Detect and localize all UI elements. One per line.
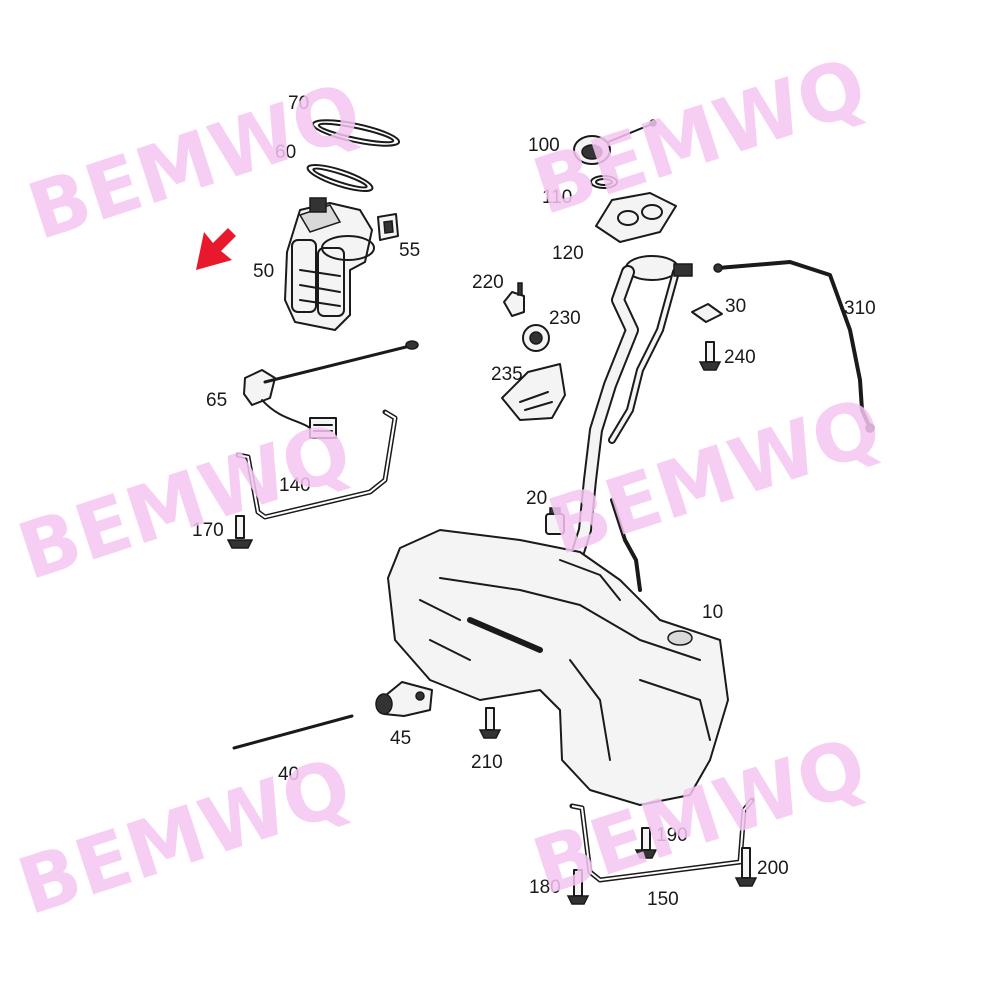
- part-230-nut: [522, 324, 550, 352]
- part-10-fuel-tank: [387, 529, 729, 806]
- watermark-group: BEMWQ BEMWQ BEMWQ BEMWQ BEMWQ BEMWQ: [8, 42, 892, 933]
- callout-235: 235: [491, 364, 523, 385]
- callout-55: 55: [399, 240, 420, 261]
- watermark-mid-right: BEMWQ: [538, 382, 892, 573]
- parts-drawings: [196, 119, 875, 905]
- part-65-level-sensor: [243, 340, 419, 439]
- part-70-seal-ring: [311, 119, 401, 147]
- callout-65: 65: [206, 390, 227, 411]
- callout-60: 60: [275, 142, 296, 163]
- watermark-bottom-left: BEMWQ: [8, 742, 362, 933]
- callout-10: 10: [702, 602, 723, 623]
- callout-45: 45: [390, 728, 411, 749]
- callout-180: 180: [529, 877, 561, 898]
- part-200-bolt: [734, 847, 758, 887]
- callout-labels: 70 60 55 50 65 140 170 100 110 120 220 2…: [192, 93, 876, 910]
- part-45-pressure-sensor: [375, 681, 433, 717]
- callout-310: 310: [844, 298, 876, 319]
- part-140-strap: [235, 409, 398, 520]
- callout-110: 110: [542, 187, 572, 208]
- callout-230: 230: [549, 308, 581, 329]
- part-60-seal-ring: [306, 164, 374, 192]
- part-170-bolt: [226, 515, 254, 549]
- watermark-mid-left: BEMWQ: [8, 407, 362, 598]
- part-190-bolt: [634, 827, 658, 859]
- callout-200: 200: [757, 858, 789, 879]
- callout-120: 120: [552, 243, 584, 264]
- part-150-strap: [569, 797, 755, 883]
- callout-70: 70: [288, 93, 309, 114]
- callout-20: 20: [526, 488, 547, 509]
- part-55-clip: [377, 213, 399, 241]
- callout-210: 210: [471, 752, 503, 773]
- part-220-valve: [503, 282, 525, 317]
- callout-170: 170: [192, 520, 224, 541]
- part-30-pad: [691, 303, 723, 323]
- callout-40: 40: [278, 764, 299, 785]
- part-310-vent-line: [713, 260, 875, 433]
- part-50-fuel-pump-module: [284, 197, 375, 331]
- callout-240: 240: [724, 347, 756, 368]
- part-filler-neck: [571, 255, 693, 592]
- callout-150: 150: [647, 889, 679, 910]
- callout-30: 30: [725, 296, 746, 317]
- part-235-heat-shield: [501, 363, 566, 421]
- callout-190: 190: [656, 825, 688, 846]
- callout-140: 140: [279, 475, 311, 496]
- callout-220: 220: [472, 272, 504, 293]
- part-210-bolt: [478, 707, 502, 739]
- callout-50: 50: [253, 261, 274, 282]
- part-20-valve: [545, 507, 565, 535]
- callout-100: 100: [528, 135, 560, 156]
- part-100-filler-cap: [573, 119, 657, 165]
- part-240-bolt: [698, 341, 722, 371]
- part-120-gasket: [595, 192, 677, 243]
- part-40-line: [232, 714, 354, 750]
- red-arrow-icon: [196, 228, 236, 270]
- watermark-top-right: BEMWQ: [523, 42, 877, 233]
- part-110-o-ring: [590, 175, 618, 189]
- part-180-bolt: [566, 869, 590, 905]
